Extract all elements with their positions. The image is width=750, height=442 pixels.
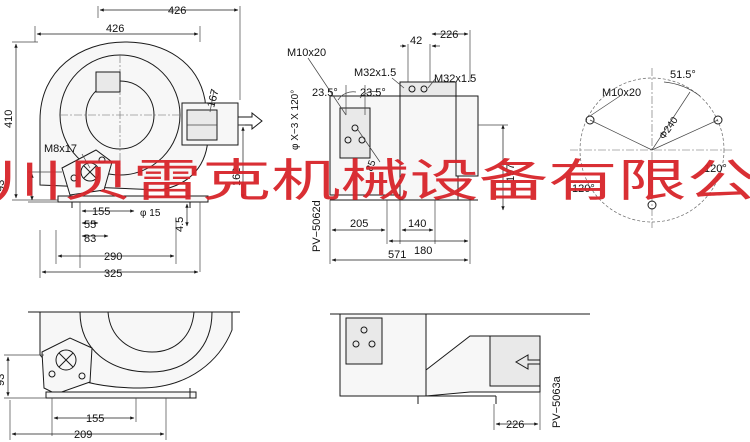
dim-height: 410: [3, 110, 15, 128]
dim-flange-angle-top: 51.5°: [670, 69, 696, 81]
dim-len-140: 140: [408, 218, 426, 230]
dim-flange-screw-right: M10x20: [602, 87, 641, 99]
watermark-text: 川贝雷克机械设备有限公: [0, 154, 750, 207]
dim-angle-left: 23.5°: [312, 87, 338, 99]
dim-port-offset: 226: [440, 29, 458, 41]
dim-lower-foot-height: 93: [0, 374, 7, 386]
dim-body-width: 426: [106, 23, 124, 35]
dim-overall-top: 426: [168, 5, 186, 17]
front-view: 426 426 410 167 162 M8x17 93 φ 15 155 55…: [0, 5, 263, 280]
dim-shaft-height: 197: [505, 164, 517, 182]
dim-angle-right: 23.5°: [360, 87, 386, 99]
dim-flange-angle-right: 120°: [704, 163, 727, 175]
dim-flange-screw: M10x20: [287, 47, 326, 59]
dim-foot-b: 83: [84, 233, 96, 245]
dim-len-180: 180: [414, 245, 432, 257]
dim-flange-angle-left: 120°: [572, 183, 595, 195]
model-label-lower: PV−5063a: [551, 375, 563, 428]
dim-port-thread-left: M32x1.5: [354, 67, 396, 79]
dim-foot-offset: 4.5: [174, 217, 186, 232]
dim-base-width: 290: [104, 251, 122, 263]
dim-port-spacing: 42: [410, 35, 422, 47]
dim-lower-port-offset: 226: [506, 419, 524, 431]
dim-flange-pcd: Φ240: [657, 115, 680, 142]
lower-front-view: 93 155 209: [0, 311, 240, 441]
dim-foot-a: 55: [84, 219, 96, 231]
dim-lower-base-width: 209: [74, 429, 92, 441]
dim-lower-foot-span: 155: [86, 413, 104, 425]
dim-hole-dia: φ 15: [140, 208, 161, 219]
dim-radius: 85: [364, 158, 378, 173]
dim-foot-span: 155: [92, 206, 110, 218]
dim-flange-holes: φ X−3 X 120°: [290, 90, 301, 150]
side-view: M10x20 φ X−3 X 120° 23.5° 23.5° M32x1.5 …: [287, 29, 517, 264]
dim-len-205: 205: [350, 218, 368, 230]
dim-outlet-height: 162: [231, 168, 243, 186]
dim-base-overall: 325: [104, 268, 122, 280]
dim-foot-thread: M8x17: [44, 143, 77, 155]
model-label-upper: PV−5062d: [311, 200, 323, 252]
dim-overall-length: 571: [388, 249, 406, 261]
lower-side-view: 226 PV−5063a: [330, 313, 590, 431]
dim-foot-height: 93: [0, 180, 7, 192]
dim-outlet-angle: 167: [205, 88, 221, 109]
dim-port-thread-right: M32x1.5: [434, 73, 476, 85]
